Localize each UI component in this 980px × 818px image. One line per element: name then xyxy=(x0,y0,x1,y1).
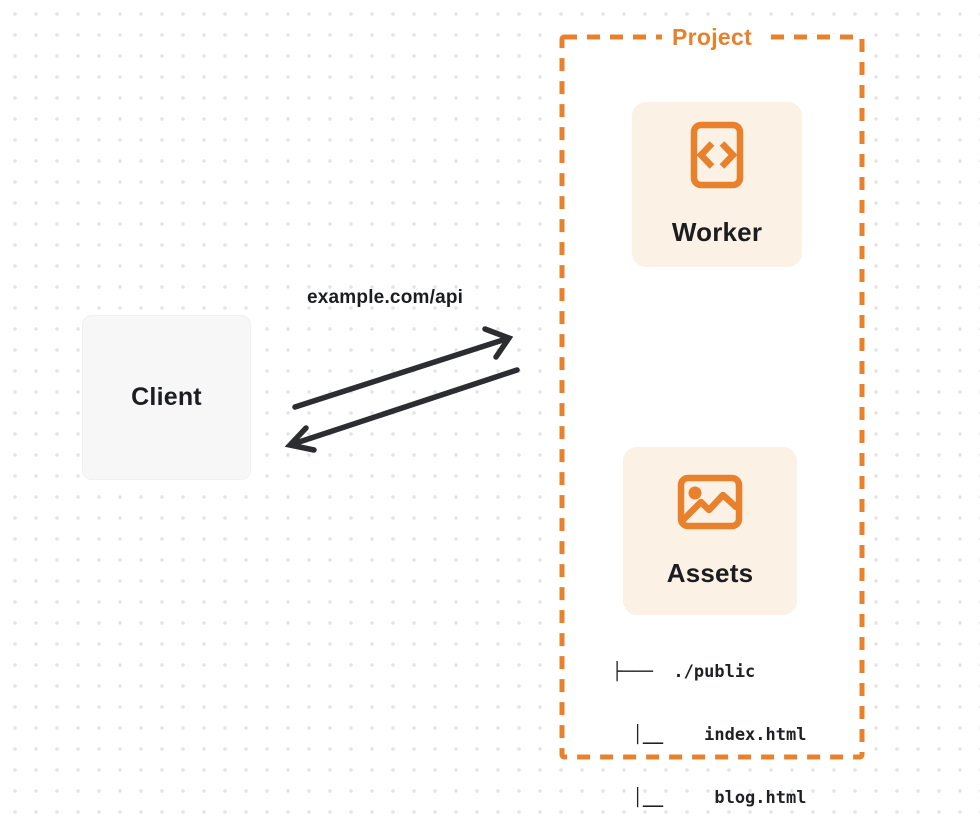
client-node-label: Client xyxy=(131,383,202,411)
image-icon xyxy=(677,474,743,529)
code-file-icon xyxy=(690,121,744,189)
assets-node-label: Assets xyxy=(666,557,754,588)
file-tree-item-index: │__ index.html xyxy=(612,725,807,745)
request-route-label: example.com/api xyxy=(307,287,464,308)
project-group: Project Worker Assets ├─── ./public │__ … xyxy=(559,21,865,808)
assets-file-tree: ├─── ./public │__ index.html │__ blog.ht… xyxy=(612,620,806,818)
project-group-label: Project xyxy=(661,21,763,53)
worker-node: Worker xyxy=(632,102,802,267)
worker-node-label: Worker xyxy=(671,217,763,247)
request-arrow xyxy=(292,326,514,410)
file-tree-root: ├─── ./public xyxy=(612,662,756,682)
client-node: Client xyxy=(82,315,251,480)
file-tree-item-blog: │__ blog.html xyxy=(612,788,807,808)
assets-node: Assets xyxy=(623,447,797,615)
response-arrow xyxy=(284,367,520,453)
